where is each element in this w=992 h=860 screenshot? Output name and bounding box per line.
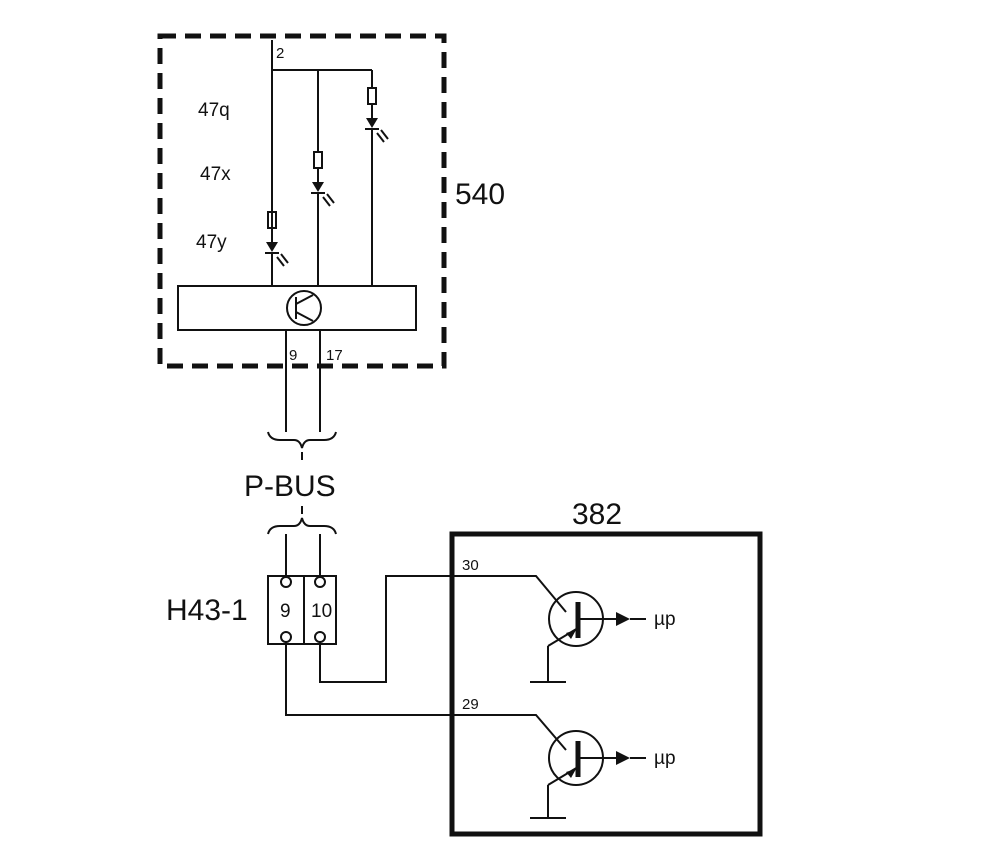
pin-29-label: 29 (462, 696, 479, 713)
transistor-symbol (286, 290, 322, 326)
led-label-47y: 47y (196, 232, 227, 253)
led-branch-47x (311, 70, 335, 286)
pin-9-label: 9 (289, 347, 297, 364)
wire-10-to-30 (319, 575, 567, 683)
pin-2-label: 2 (276, 45, 284, 62)
input-label-upper: µp (654, 609, 676, 630)
module-382-ref: 382 (572, 498, 622, 531)
led-label-47q: 47q (198, 100, 230, 121)
connector-ref: H43-1 (166, 594, 248, 627)
module-540-ref: 540 (455, 178, 505, 211)
connector-pin-9-label: 9 (280, 601, 291, 622)
resistor-symbol (313, 151, 323, 169)
led-symbol (366, 118, 378, 128)
module-540-boundary (157, 33, 447, 369)
bus-brace-bottom (267, 517, 337, 535)
led-branch-47y (265, 211, 289, 286)
wire-9-to-29 (285, 642, 567, 751)
led-label-47x: 47x (200, 164, 231, 185)
input-label-lower: µp (654, 748, 676, 769)
led-symbol (266, 242, 278, 252)
output-transistor-lower (530, 730, 646, 819)
driver-block (177, 285, 417, 331)
resistor-symbol (367, 87, 377, 105)
module-382-boundary (449, 531, 763, 837)
connector-pin-10-label: 10 (311, 601, 332, 622)
bus-brace-top (267, 431, 337, 449)
output-transistor-upper (530, 591, 646, 683)
led-branch-47q (365, 70, 389, 286)
pin-17-label: 17 (326, 347, 343, 364)
led-symbol (312, 182, 324, 192)
pin-30-label: 30 (462, 557, 479, 574)
bus-label: P-BUS (244, 470, 336, 503)
